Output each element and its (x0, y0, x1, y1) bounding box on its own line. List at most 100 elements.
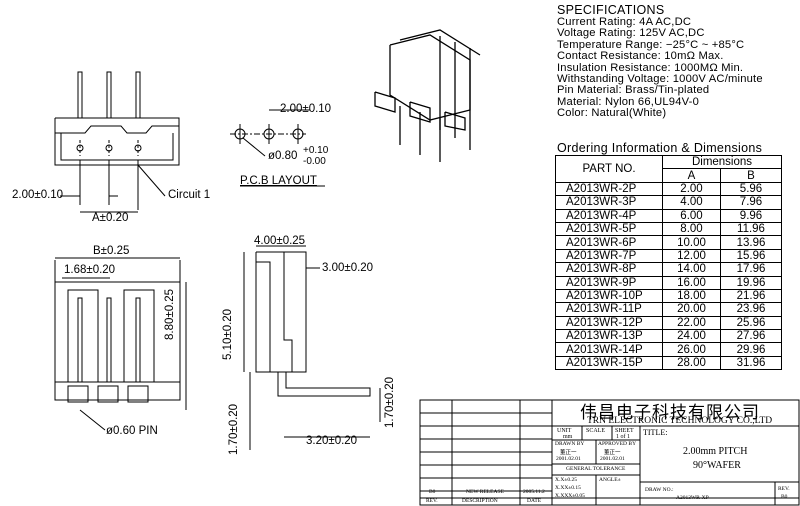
tolerance-3: X.XXX±0.05 (555, 493, 585, 499)
part-no-cell: A2013WR-15P (555, 355, 663, 371)
dim-a-cell: 26.00 (662, 342, 721, 357)
approved-date: 2001.02.01 (600, 456, 625, 462)
scale-label: SCALE (586, 428, 606, 434)
pcb-layout (230, 109, 325, 187)
dim-hole: ø0.80 (268, 150, 298, 162)
approved-by-label: APPROVED BY (598, 441, 637, 447)
dim-b-cell: 31.96 (720, 355, 782, 371)
dim-pitch-front: 2.00±0.10 (12, 189, 64, 201)
title-line-1: 2.00mm PITCH (683, 446, 748, 457)
dim-b-cell: 25.96 (720, 315, 782, 331)
description-header: DESCRIPTION (462, 498, 498, 504)
bottom-view (54, 257, 187, 431)
dim-b-cell: 9.96 (720, 208, 782, 223)
dim-b-cell: 5.96 (720, 181, 782, 197)
dim-b-cell: 13.96 (720, 235, 782, 250)
ordering-heading: Ordering Information & Dimensions (557, 141, 763, 155)
spec-line: Insulation Resistance: 1000MΩ Min. (557, 61, 744, 74)
dim-a-cell: 28.00 (662, 355, 721, 371)
dim-b-cell: 11.96 (720, 221, 782, 237)
spec-line: Pin Material: Brass/Tin-plated (557, 84, 710, 97)
dim-a: A±0.20 (92, 212, 129, 224)
dim-a-cell: 8.00 (662, 221, 721, 237)
spec-line: Temperature Range: −25°C ~ +85°C (557, 38, 745, 51)
spec-line: Color: Natural(White) (557, 107, 667, 120)
dim-a-cell: 18.00 (662, 288, 721, 304)
dim-168: 1.68±0.20 (64, 264, 116, 276)
pcb-layout-label: P.C.B LAYOUT (240, 175, 317, 187)
part-no-cell: A2013WR-14P (555, 342, 663, 357)
angle-label: ANGLE± (599, 477, 621, 483)
part-no-cell: A2013WR-10P (555, 288, 663, 304)
dim-a-cell: 2.00 (662, 181, 721, 197)
dim-170-left: 1.70±0.20 (228, 403, 240, 455)
drawing-no: A2013WR-XP (676, 495, 709, 501)
dim-a-cell: 12.00 (662, 248, 721, 264)
dim-pitch-pcb: 2.00±0.10 (280, 103, 332, 115)
part-no-cell: A2013WR-8P (555, 262, 663, 277)
dim-a-cell: 4.00 (662, 195, 721, 210)
unit-value: mm (563, 434, 573, 440)
circuit-1-label: Circuit 1 (168, 189, 211, 201)
tolerance-1: X.X±0.25 (555, 477, 577, 483)
drawn-by-label: DRAWN BY (555, 441, 585, 447)
unit-label: UNIT (557, 428, 572, 434)
dim-a-cell: 6.00 (662, 208, 721, 223)
pin-diameter: ø0.60 PIN (106, 425, 158, 437)
general-tolerance-label: GENERAL TOLERANCE (566, 466, 626, 472)
spec-line: Withstanding Voltage: 1000V AC/minute (557, 73, 763, 86)
dim-b-cell: 19.96 (720, 275, 782, 290)
dim-a-cell: 10.00 (662, 235, 721, 250)
col-part-no: PART NO. (555, 155, 663, 183)
sheet-value: 1 of 1 (616, 434, 630, 440)
rev-row-rev: B0 (429, 489, 436, 495)
rev-value: B0 (781, 494, 788, 500)
drawing-no-label: DRAW NO.: (645, 487, 674, 493)
company-name-cn: 伟昌电子科技有限公司 (580, 403, 760, 422)
part-no-cell: A2013WR-9P (555, 275, 663, 290)
part-no-cell: A2013WR-11P (555, 302, 663, 317)
part-no-cell: A2013WR-7P (555, 248, 663, 264)
dim-320: 3.20±0.20 (306, 435, 358, 447)
col-b: B (720, 168, 782, 183)
spec-line: Voltage Rating: 125V AC,DC (557, 27, 705, 40)
spec-line: Contact Resistance: 10mΩ Max. (557, 50, 724, 63)
sheet-label: SHEET (615, 428, 634, 434)
dim-b: B±0.25 (93, 245, 130, 257)
specifications-heading: SPECIFICATIONS (557, 3, 665, 17)
part-no-cell: A2013WR-3P (555, 195, 663, 210)
front-view (54, 71, 180, 213)
side-view (243, 245, 381, 450)
dim-a-cell: 16.00 (662, 275, 721, 290)
rev-header: REV. (426, 498, 438, 504)
tolerance-2: X.XX±0.15 (555, 485, 581, 491)
part-no-cell: A2013WR-6P (555, 235, 663, 250)
dim-hole-tol-top: +0.10 (303, 145, 329, 156)
dim-880: 8.80±0.25 (164, 288, 176, 340)
dim-b-cell: 15.96 (720, 248, 782, 264)
col-dimensions: Dimensions (662, 154, 782, 170)
dim-510: 5.10±0.20 (222, 308, 234, 360)
dim-a-cell: 14.00 (662, 262, 721, 277)
part-no-cell: A2013WR-5P (555, 221, 663, 237)
part-no-cell: A2013WR-13P (555, 329, 663, 344)
dim-b-cell: 21.96 (720, 288, 782, 304)
dim-b-cell: 17.96 (720, 262, 782, 277)
drawn-by-name: 董正一 (560, 450, 577, 456)
dim-a-cell: 22.00 (662, 315, 721, 331)
title-line-2: 90°WAFER (693, 460, 741, 471)
approved-by-name: 董正一 (604, 450, 621, 456)
specifications-block: SPECIFICATIONS Current Rating: 4A AC,DC … (557, 4, 799, 120)
part-no-cell: A2013WR-4P (555, 208, 663, 223)
